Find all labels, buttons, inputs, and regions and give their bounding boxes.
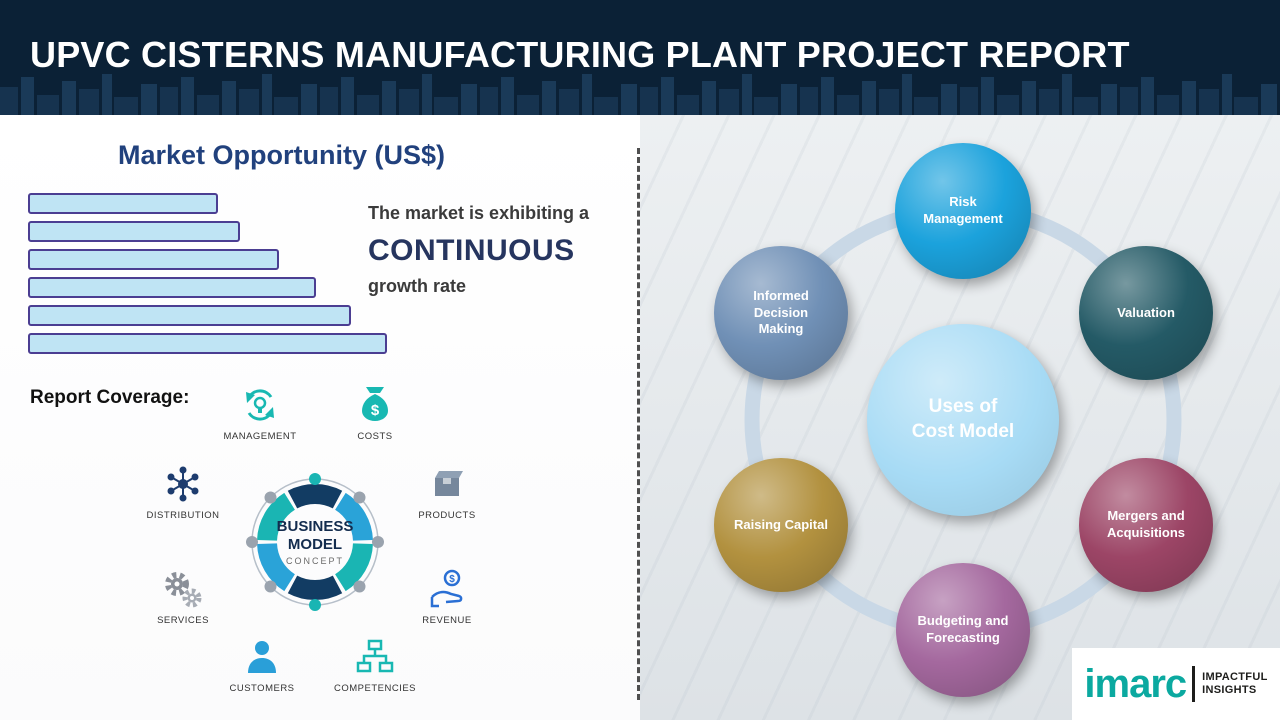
person-icon [240,637,284,679]
bm-item-management: MANAGEMENT [212,385,308,442]
vertical-dashed-divider [637,148,640,700]
cost-model-center-circle: Uses of Cost Model [867,324,1059,516]
market-bar [28,249,279,270]
business-model-ring [246,473,384,611]
logo-tagline: IMPACTFUL INSIGHTS [1202,670,1268,696]
bm-item-competencies: COMPETENCIES [327,637,423,694]
market-bar [28,277,316,298]
cost-model-section: Risk Management Valuation Mergers and Ac… [640,115,1280,720]
svg-text:$: $ [449,574,455,585]
org-chart-icon [353,637,397,679]
logo-divider-bar [1192,666,1196,702]
market-bar [28,193,218,214]
logo-area: imarc IMPACTFUL INSIGHTS [1072,648,1280,720]
box-icon [425,464,469,506]
report-title: UPVC CISTERNS MANUFACTURING PLANT PROJEC… [30,34,1130,75]
growth-statement: The market is exhibiting a CONTINUOUS gr… [368,203,633,297]
cost-model-node-budgeting-forecasting: Budgeting and Forecasting [896,563,1030,697]
growth-statement-keyword: CONTINUOUS [368,234,575,267]
cost-model-node-mergers-acquisitions: Mergers and Acquisitions [1079,458,1213,592]
cost-model-node-raising-capital: Raising Capital [714,458,848,592]
market-bar-chart [28,193,387,361]
bm-item-costs: $ COSTS [327,385,423,442]
header-banner: UPVC CISTERNS MANUFACTURING PLANT PROJEC… [0,0,1280,115]
city-skyline-graphic [0,71,1280,115]
hand-coin-icon: $ [425,569,469,611]
cost-model-node-risk-management: Risk Management [895,143,1031,279]
market-bar [28,305,351,326]
svg-text:$: $ [371,402,380,419]
imarc-logo-text: imarc [1084,662,1187,706]
bm-item-customers: CUSTOMERS [214,637,310,694]
cost-model-node-informed-decision-making: Informed Decision Making [714,246,848,380]
market-bar [28,221,240,242]
business-model-center-label: BUSINESS MODEL CONCEPT [276,518,354,566]
imarc-logo: imarc IMPACTFUL INSIGHTS [1084,664,1267,704]
gears-icon [161,569,205,611]
network-icon [161,464,205,506]
cost-model-node-valuation: Valuation [1079,246,1213,380]
bm-item-services: SERVICES [135,569,231,626]
market-opportunity-section: Market Opportunity (US$) The market is e… [0,115,640,720]
money-bag-icon: $ [353,385,397,427]
bm-item-products: PRODUCTS [399,464,495,521]
growth-statement-line1: The market is exhibiting a [368,203,590,223]
recycle-bulb-icon [238,385,282,427]
bm-item-revenue: $ REVENUE [399,569,495,626]
section-title: Market Opportunity (US$) [118,140,446,170]
cost-model-center-label: Uses of Cost Model [911,396,1015,442]
growth-statement-line3: growth rate [368,276,467,296]
business-model-diagram: BUSINESS MODEL CONCEPT [215,442,415,642]
bm-item-distribution: DISTRIBUTION [135,464,231,521]
market-bar [28,333,387,354]
report-coverage-label: Report Coverage: [30,387,190,408]
